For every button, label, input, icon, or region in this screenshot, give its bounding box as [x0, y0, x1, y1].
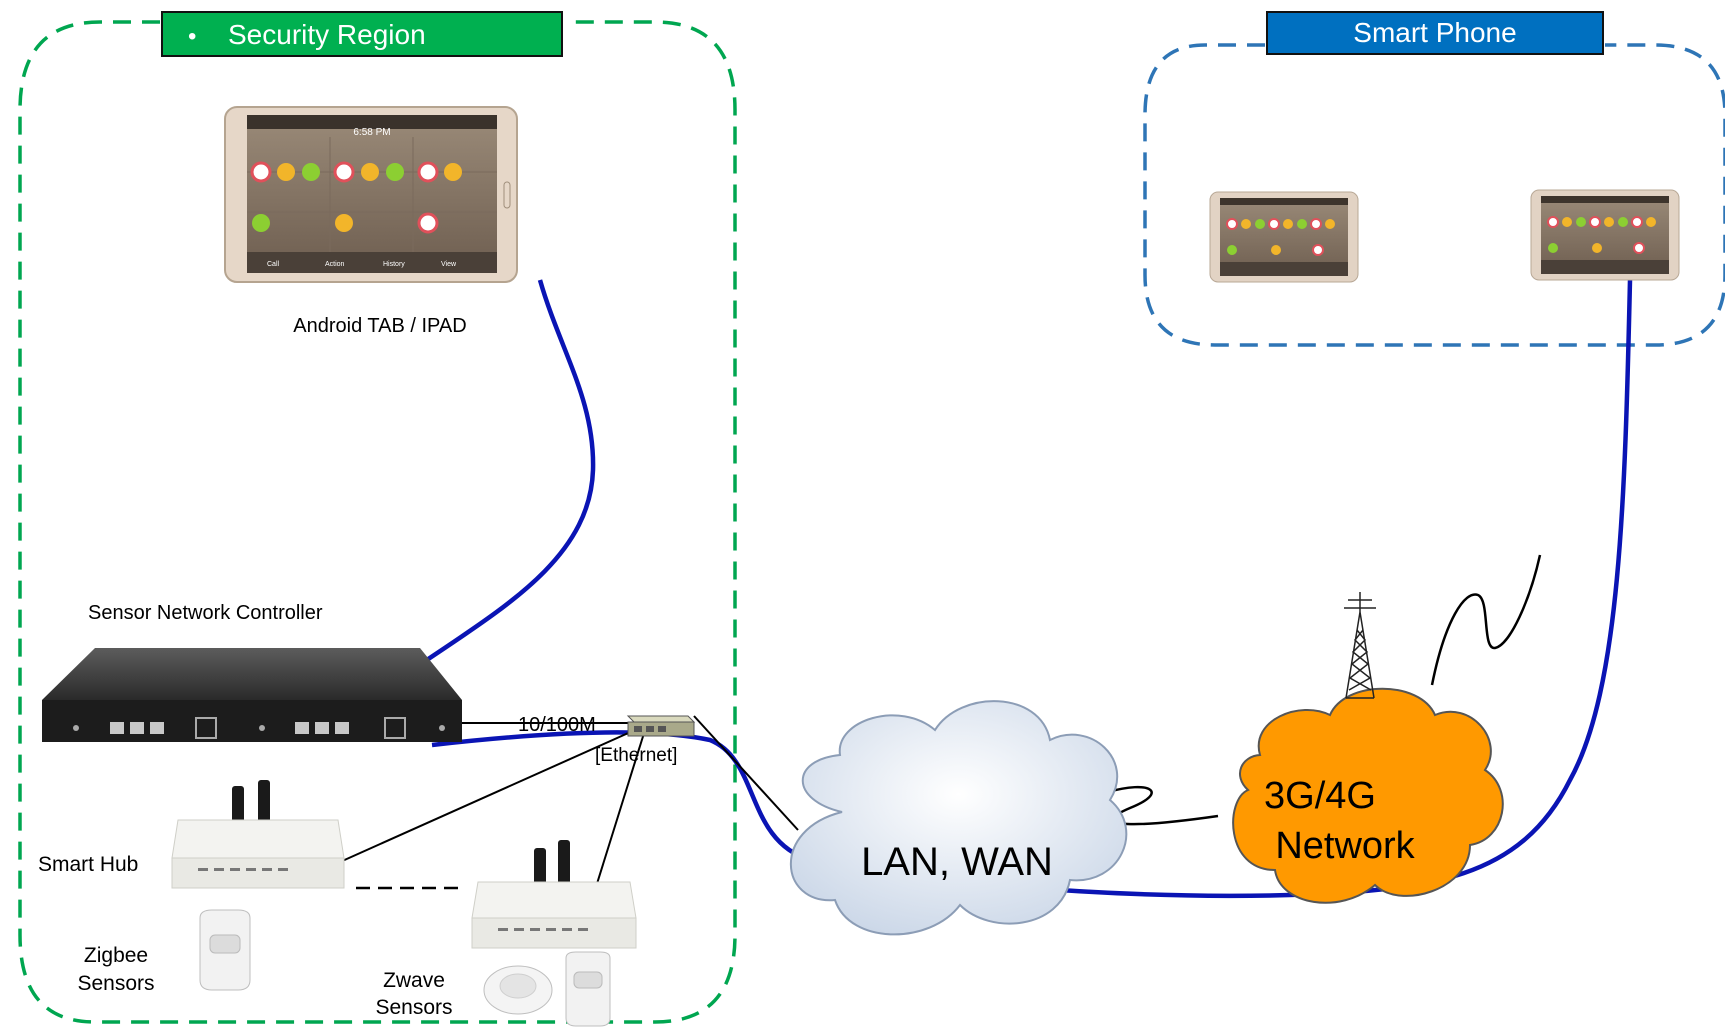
cloud-mobile-link [1107, 785, 1219, 826]
mobile-network-label-line1: 3G/4G [1264, 775, 1376, 817]
lan-wan-cloud [790, 700, 1128, 936]
zwave-label-line1: Zwave [383, 969, 445, 992]
dock-view: View [441, 261, 457, 268]
controller-label: Sensor Network Controller [88, 602, 323, 624]
wan-backbone-link [431, 279, 1633, 899]
smartphone-region-title: Smart Phone [1353, 17, 1516, 48]
dock-action: Action [325, 261, 345, 268]
android-tablet: 6:58 PM Call Action History View [224, 106, 518, 283]
smartphone-device-left [1209, 191, 1359, 283]
zwave-smoke-detector [483, 965, 553, 1015]
zigbee-sensor [199, 909, 251, 991]
security-region-border [18, 20, 737, 1024]
tablet-clock: 6:58 PM [353, 127, 390, 138]
ethernet-speed-label: 10/100M [518, 714, 596, 736]
tablet-dock: Call Action History View [267, 261, 457, 268]
switch-cloud-link [693, 715, 799, 831]
mobile-network-cloud [1232, 687, 1504, 904]
switch-zwave-hub-link [594, 729, 646, 891]
tablet-widget-icons [250, 161, 462, 234]
tablet-label: Android TAB / IPAD [293, 315, 466, 337]
ethernet-switch [626, 715, 696, 737]
zigbee-label-line2: Sensors [77, 972, 154, 995]
zigbee-label-line1: Zigbee [84, 944, 148, 967]
dock-call: Call [267, 261, 280, 268]
smart-hub-zigbee [171, 780, 345, 889]
switch-hub-link [339, 729, 636, 863]
header-bullet: • [188, 23, 196, 50]
dock-history: History [383, 261, 405, 268]
smart-hub-zwave [471, 840, 637, 949]
zwave-motion-sensor [565, 951, 611, 1027]
security-region-title: Security Region [228, 19, 426, 50]
smartphone-device-right [1530, 189, 1680, 281]
tablet-controller-link [410, 279, 596, 672]
cloud-label: LAN, WAN [861, 840, 1053, 884]
zwave-label-line2: Sensors [375, 996, 452, 1019]
cell-tower-icon [1344, 592, 1376, 699]
ethernet-type-label: [Ethernet] [595, 745, 677, 766]
sensor-network-controller [42, 648, 462, 742]
smartphone-region-border [1143, 43, 1725, 347]
smart-hub-label: Smart Hub [38, 853, 138, 876]
mobile-network-label-line2: Network [1275, 825, 1415, 867]
smartphone-region-header: Smart Phone [1266, 11, 1604, 55]
security-region-header: • Security Region [161, 11, 563, 57]
wireless-signal [1430, 554, 1542, 686]
